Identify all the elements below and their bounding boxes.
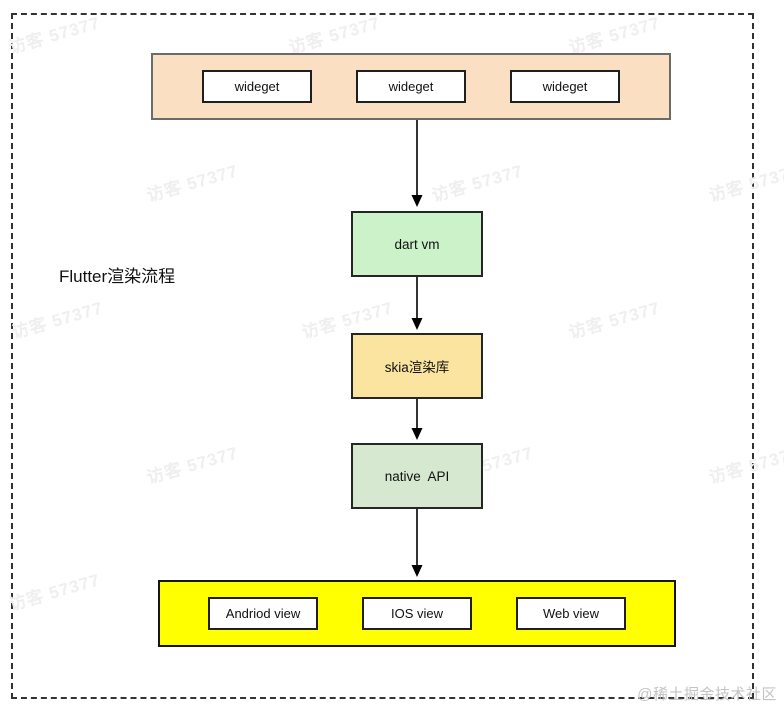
widget-row-container: wideget wideget wideget [151, 53, 671, 120]
widget-node-2: wideget [356, 70, 466, 103]
dashed-page-border [11, 13, 754, 699]
dart-vm-node: dart vm [351, 211, 483, 277]
widget-node-3: wideget [510, 70, 620, 103]
android-view-node: Andriod view [208, 597, 318, 630]
platform-row-container: Andriod view IOS view Web view [158, 580, 676, 647]
native-api-node: native API [351, 443, 483, 509]
skia-render-lib-node: skia渲染库 [351, 333, 483, 399]
web-view-node: Web view [516, 597, 626, 630]
diagram-title: Flutter渲染流程 [59, 267, 176, 286]
credit-text: @稀土掘金技术社区 [637, 686, 777, 703]
widget-node-1: wideget [202, 70, 312, 103]
ios-view-node: IOS view [362, 597, 472, 630]
